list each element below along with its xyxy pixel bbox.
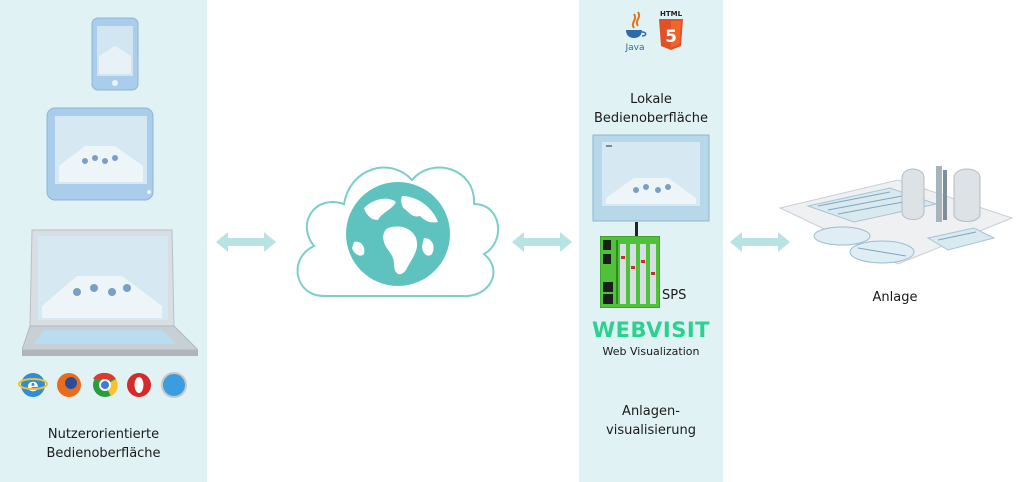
internet-cloud (296, 166, 500, 298)
local-interface-line1: Lokale (630, 92, 672, 107)
user-interface-line2: Bedienoberfläche (46, 446, 161, 461)
plant-model (778, 166, 1014, 265)
user-interface-label: Nutzerorientierte Bedienoberfläche (0, 425, 207, 463)
user-interface-line1: Nutzerorientierte (47, 427, 160, 442)
plc-controller (600, 236, 660, 308)
java-text: Java (624, 43, 644, 52)
smartphone-device (91, 17, 139, 91)
html5-text: HTML (660, 10, 683, 18)
arrow-cloud-plc (510, 230, 574, 254)
firefox-icon (57, 373, 81, 397)
webvisit-logo: WEBVISIT (592, 318, 710, 342)
html5-logo: HTML 5 (659, 10, 683, 50)
laptop-device (22, 229, 198, 356)
plant-label: Anlage (872, 290, 918, 305)
plc-label: SPS (662, 288, 687, 303)
plant-visualization-label: Anlagen- visualisierung (579, 402, 723, 440)
internet-explorer-icon: e (18, 373, 48, 397)
svg-text:e: e (27, 375, 38, 396)
plant-visualization-line1: Anlagen- (622, 404, 680, 419)
browser-icons: e (18, 370, 190, 400)
local-interface-label: Lokale Bedienoberfläche (579, 90, 723, 128)
local-interface-line2: Bedienoberfläche (593, 111, 709, 126)
arrow-plc-plant (728, 230, 792, 254)
tablet-device (46, 107, 154, 201)
java-logo: Java (624, 11, 647, 52)
safari-icon (161, 372, 187, 398)
opera-icon (127, 373, 151, 397)
chrome-icon (93, 372, 118, 397)
local-hmi-panel (592, 134, 710, 222)
hmi-plc-cable (635, 222, 638, 238)
globe-icon (346, 182, 450, 286)
html5-number: 5 (665, 27, 677, 47)
webvisit-subtitle: Web Visualization (602, 345, 700, 358)
plant-visualization-line2: visualisierung (606, 423, 696, 438)
arrow-devices-cloud (214, 230, 278, 254)
